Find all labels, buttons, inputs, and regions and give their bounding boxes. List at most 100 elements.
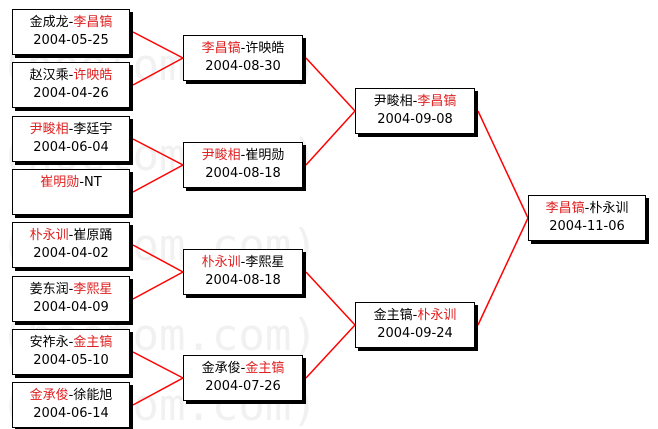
player-name: 崔明勋 xyxy=(40,175,80,190)
match-players: 朴永训-崔原踊 xyxy=(13,227,129,245)
player-name: 李廷宇 xyxy=(73,122,113,137)
player-name: 朴永训 xyxy=(589,201,629,216)
bracket-connector-line xyxy=(477,217,529,326)
match-date: 2004-05-10 xyxy=(33,353,109,368)
player-separator: - xyxy=(240,41,246,56)
match-players: 赵汉乘-许映皓 xyxy=(13,67,129,85)
match-players: 李昌镐-朴永训 xyxy=(529,200,645,218)
match-date: 2004-09-08 xyxy=(377,112,453,127)
match-date: 2004-08-18 xyxy=(205,273,281,288)
match-date: 2004-11-06 xyxy=(549,219,625,234)
match-players: 尹畯相-李廷宇 xyxy=(13,121,129,139)
bracket-connector-line xyxy=(305,271,356,326)
player-separator: - xyxy=(240,361,246,376)
player-name: 朴永训 xyxy=(417,308,457,323)
match-date: 2004-05-25 xyxy=(33,33,109,48)
player-separator: - xyxy=(68,15,74,30)
match-date: 2004-08-30 xyxy=(205,59,281,74)
match-players: 朴永训-李熙星 xyxy=(184,254,302,272)
match-date: 2004-04-26 xyxy=(33,86,109,101)
player-separator: - xyxy=(68,228,74,243)
player-name: NT xyxy=(84,175,102,190)
player-name: 金主镐 xyxy=(245,361,285,376)
player-separator: - xyxy=(584,201,590,216)
player-name: 李昌镐 xyxy=(73,15,113,30)
player-name: 姜东润 xyxy=(29,282,69,297)
match-date: 2004-04-02 xyxy=(33,246,109,261)
player-separator: - xyxy=(68,388,74,403)
player-name: 许映皓 xyxy=(245,41,285,56)
player-name: 李昌镐 xyxy=(417,94,457,109)
player-name: 金主镐 xyxy=(373,308,413,323)
match-players: 金成龙-李昌镐 xyxy=(13,14,129,32)
player-name: 李熙星 xyxy=(245,255,285,270)
match-players: 金承俊-徐能旭 xyxy=(13,387,129,405)
match-date: 2004-07-26 xyxy=(205,379,281,394)
bracket-connector-line xyxy=(305,57,356,112)
match-date: 2004-08-18 xyxy=(205,166,281,181)
bracket-connector-line xyxy=(132,271,184,300)
match-players: 姜东润-李熙星 xyxy=(13,281,129,299)
player-separator: - xyxy=(68,335,74,350)
bracket-connector-line xyxy=(477,110,529,219)
player-name: 尹畯相 xyxy=(373,94,413,109)
bracket-connector-line xyxy=(132,138,184,166)
match-box-round-1: 崔明勋-NT xyxy=(12,169,130,215)
player-name: 朴永训 xyxy=(29,228,69,243)
bracket-connector-line xyxy=(132,377,184,406)
bracket-connector-line xyxy=(132,244,184,273)
player-separator: - xyxy=(240,148,246,163)
player-separator: - xyxy=(240,255,246,270)
player-name: 朴永训 xyxy=(201,255,241,270)
match-date: 2004-04-09 xyxy=(33,300,109,315)
player-name: 崔原踊 xyxy=(73,228,113,243)
match-date: 2004-09-24 xyxy=(377,326,453,341)
player-name: 金承俊 xyxy=(29,388,69,403)
bracket-connector-line xyxy=(132,351,184,379)
bracket-connector-line xyxy=(132,31,184,59)
bracket-connector-line xyxy=(305,324,356,379)
player-separator: - xyxy=(412,308,418,323)
player-separator: - xyxy=(68,68,74,83)
player-name: 金成龙 xyxy=(29,15,69,30)
player-separator: - xyxy=(79,175,85,190)
match-players: 金主镐-朴永训 xyxy=(356,307,474,325)
match-players: 尹畯相-李昌镐 xyxy=(356,93,474,111)
player-name: 许映皓 xyxy=(73,68,113,83)
player-separator: - xyxy=(68,122,74,137)
bracket-connector-line xyxy=(132,57,184,86)
match-players: 安祚永-金主镐 xyxy=(13,334,129,352)
player-name: 尹畯相 xyxy=(29,122,69,137)
player-name: 赵汉乘 xyxy=(29,68,69,83)
player-separator: - xyxy=(68,282,74,297)
player-name: 金承俊 xyxy=(201,361,241,376)
match-players: 金承俊-金主镐 xyxy=(184,360,302,378)
player-name: 金主镐 xyxy=(73,335,113,350)
bracket-connector-line xyxy=(132,164,184,193)
player-name: 李昌镐 xyxy=(201,41,241,56)
player-name: 尹畯相 xyxy=(201,148,241,163)
match-players: 崔明勋-NT xyxy=(13,174,129,192)
match-date: 2004-06-04 xyxy=(33,140,109,155)
player-separator: - xyxy=(412,94,418,109)
player-name: 崔明勋 xyxy=(245,148,285,163)
match-date: 2004-06-14 xyxy=(33,406,109,421)
match-players: 尹畯相-崔明勋 xyxy=(184,147,302,165)
player-name: 安祚永 xyxy=(29,335,69,350)
match-players: 李昌镐-许映皓 xyxy=(184,40,302,58)
player-name: 李昌镐 xyxy=(545,201,585,216)
